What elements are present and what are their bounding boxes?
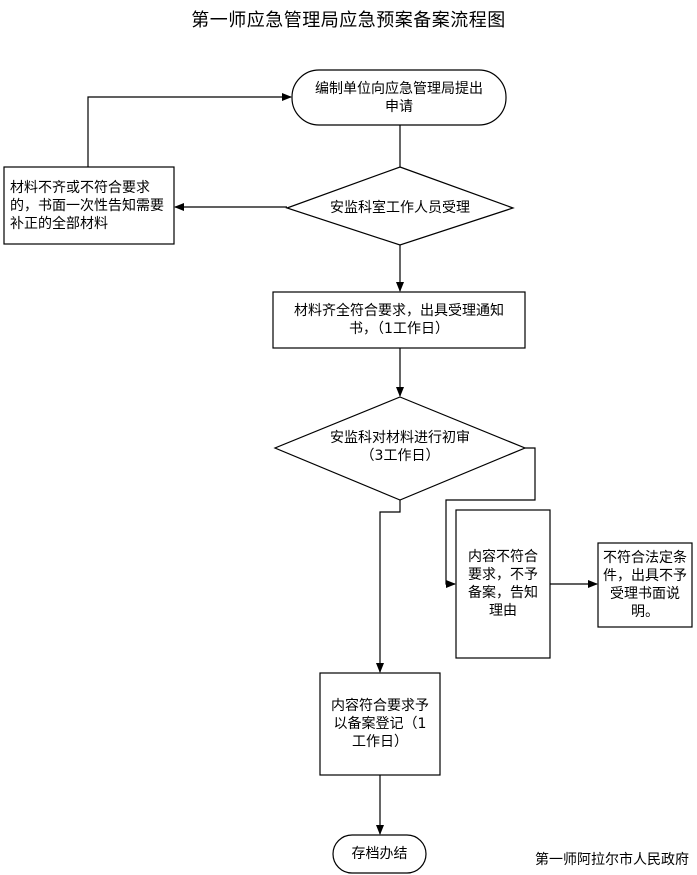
- incomplete-label: 材料不齐或不符合要求 的，书面一次性告知需要 补正的全部材料: [10, 179, 164, 232]
- reject-note-label: 不符合法定条 件，出具不予 受理书面说 明。: [603, 550, 687, 620]
- page-title: 第一师应急管理局应急预案备案流程图: [191, 10, 506, 31]
- reject-label: 内容不符合 要求，不予 备案，告知 理由: [468, 549, 538, 619]
- end-label: 存档办结: [351, 846, 408, 862]
- footer-organization: 第一师阿拉尔市人民政府: [535, 852, 689, 868]
- arrow-incomplete-to-start: [87, 93, 292, 167]
- start-terminal: [291, 69, 507, 126]
- incomplete-box: [3, 166, 175, 245]
- arrow-review-to-approve: [376, 500, 401, 673]
- reject-box: [455, 509, 551, 659]
- review-label: 安监科对材料进行初审 （3工作日）: [330, 430, 470, 464]
- reject-note-box: [597, 542, 693, 628]
- end-terminal: [332, 834, 427, 874]
- start-label: 编制单位向应急管理局提出 申请: [315, 80, 483, 115]
- approve-label: 内容符合要求予 以备案登记（1 工作日）: [331, 698, 429, 750]
- arrow-review-to-reject: [445, 447, 536, 588]
- notice-label: 材料齐全符合要求，出具受理通知 书，（1工作日）: [294, 303, 504, 337]
- notice-box: [272, 291, 526, 349]
- approve-box: [319, 672, 441, 776]
- accept-label: 安监科室工作人员受理: [330, 200, 470, 216]
